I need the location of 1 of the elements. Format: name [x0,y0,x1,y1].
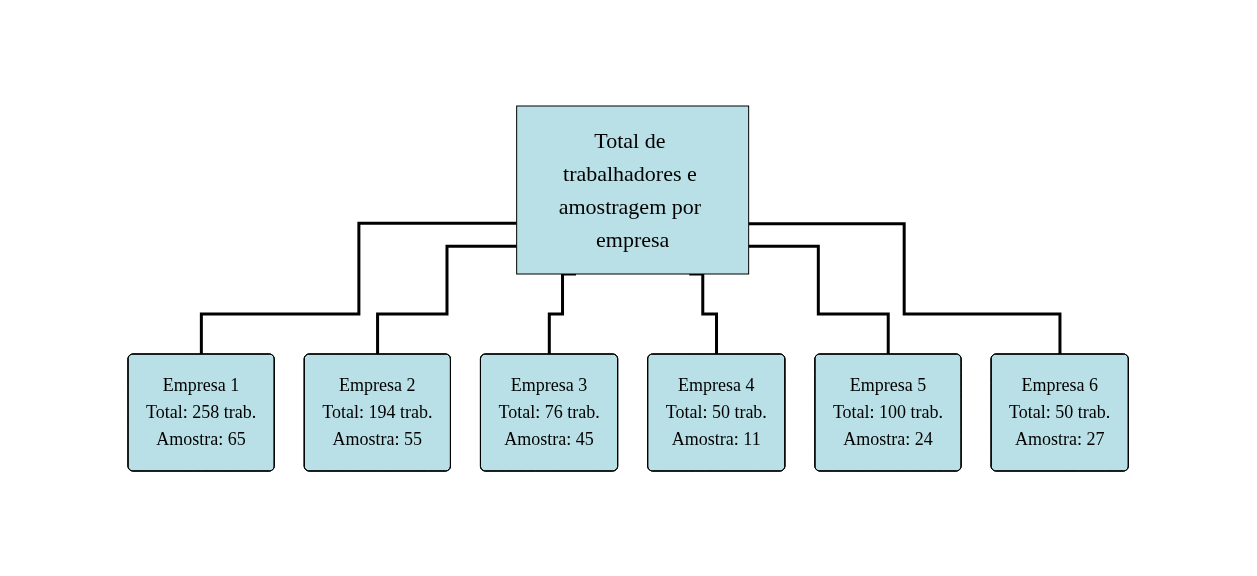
node-box: Total de trabalhadores e amostragem por empresa [516,105,750,274]
